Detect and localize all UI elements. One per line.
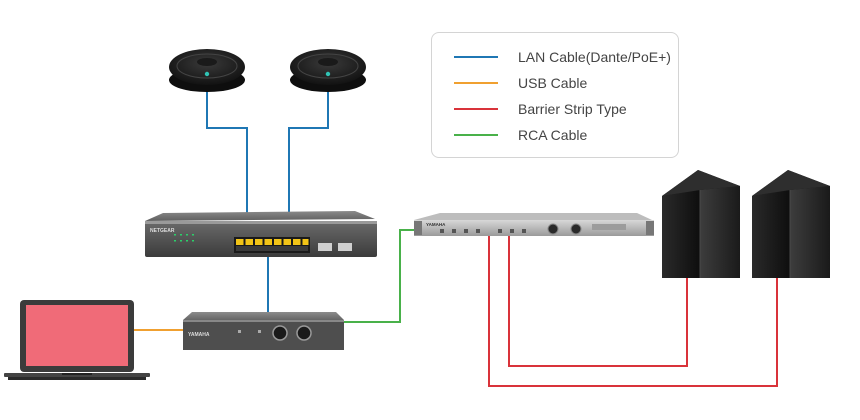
volume-knob-icon: [547, 223, 559, 235]
speaker-cables: [488, 236, 778, 387]
mic-indicator-icon: [204, 71, 210, 77]
legend-swatch-lan: [454, 56, 498, 58]
legend-label-barrier-strip: Barrier Strip Type: [518, 101, 627, 117]
ceiling-microphone-2: [290, 49, 366, 92]
legend-item-usb: USB Cable: [454, 73, 587, 93]
legend-item-lan: LAN Cable(Dante/PoE+): [454, 47, 671, 67]
legend-label-rca: RCA Cable: [518, 127, 588, 143]
laptop: [4, 300, 150, 380]
audio-interface: YAMAHA: [183, 312, 344, 350]
speaker-right: [752, 170, 830, 278]
switch-sfp-port: [318, 243, 332, 251]
legend-swatch-usb: [454, 82, 498, 84]
rca-cable: [344, 229, 414, 323]
ceiling-microphone-1: [169, 49, 245, 92]
legend-swatch-rca: [454, 134, 498, 136]
switch-status-leds: [174, 234, 194, 242]
legend-item-barrier-strip: Barrier Strip Type: [454, 99, 627, 119]
mic-indicator-icon: [325, 71, 331, 77]
legend-item-rca: RCA Cable: [454, 125, 587, 145]
xlr-jack-icon: [272, 325, 288, 341]
switch-ports: [234, 237, 310, 253]
speaker-left: [662, 170, 740, 278]
power-amplifier: YAMAHA: [414, 213, 654, 236]
interface-brand: YAMAHA: [188, 332, 210, 338]
xlr-jack-icon: [296, 325, 312, 341]
lan-cable-mic2: [288, 90, 329, 218]
network-switch: NETGEAR: [145, 211, 377, 257]
amp-brand: YAMAHA: [426, 222, 446, 227]
amp-controls: [440, 229, 526, 233]
cable-legend: LAN Cable(Dante/PoE+) USB Cable Barrier …: [431, 32, 679, 158]
legend-swatch-barrier-strip: [454, 108, 498, 110]
lan-cable-mic1: [206, 90, 248, 218]
volume-knob-icon: [570, 223, 582, 235]
legend-label-usb: USB Cable: [518, 75, 588, 91]
switch-brand: NETGEAR: [150, 228, 175, 234]
lan-cables: [206, 90, 329, 312]
speaker-cable-left: [508, 236, 688, 367]
switch-sfp-port: [338, 243, 352, 251]
legend-label-lan: LAN Cable(Dante/PoE+): [518, 49, 671, 65]
speaker-cable-right: [488, 236, 778, 387]
